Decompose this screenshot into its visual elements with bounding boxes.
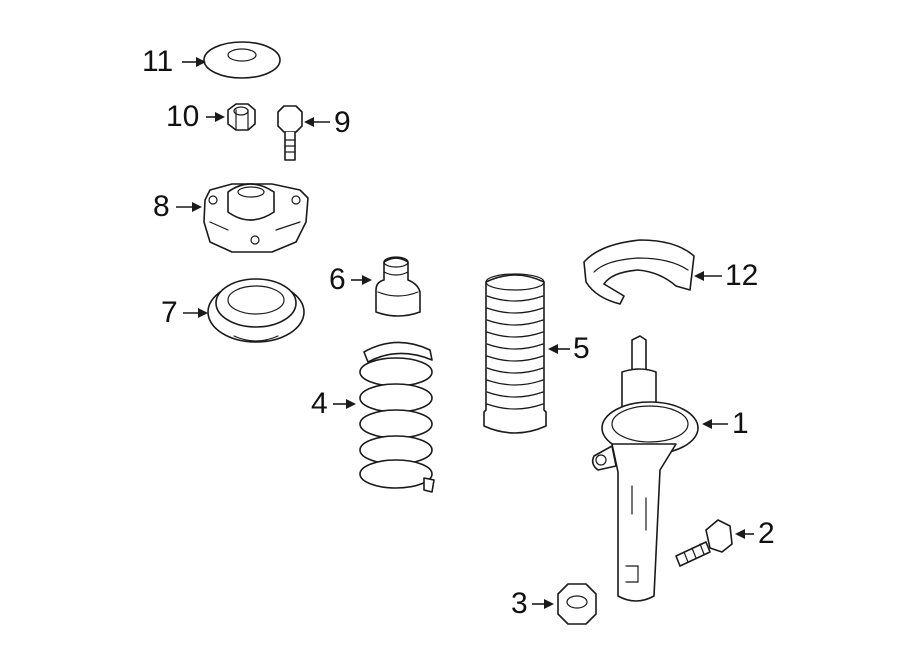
part-5-dust-boot [483,273,547,434]
callout-3: 3 [511,587,528,620]
part-10-nut [227,103,256,131]
part-1-strut [591,335,699,602]
callout-12: 12 [725,259,759,292]
callout-5: 5 [573,332,590,365]
callout-11: 11 [142,45,174,78]
part-9-bolt [277,105,303,161]
callout-1: 1 [732,407,749,440]
callout-9: 9 [334,106,351,139]
part-8-strut-mount [203,183,309,253]
part-7-bearing [207,278,305,343]
leader-arrows [176,57,754,609]
callout-8: 8 [153,190,170,223]
callout-4: 4 [311,387,328,420]
callout-10: 10 [166,100,200,133]
callout-7: 7 [161,296,178,329]
part-12-spring-isolator [583,239,695,305]
part-6-bump-stop [375,256,421,317]
part-2-bolt [675,519,733,567]
callout-6: 6 [329,263,346,296]
callout-2: 2 [758,517,775,550]
part-11-washer [203,41,281,79]
part-4-coil-spring [359,341,435,493]
part-3-nut [557,583,597,625]
